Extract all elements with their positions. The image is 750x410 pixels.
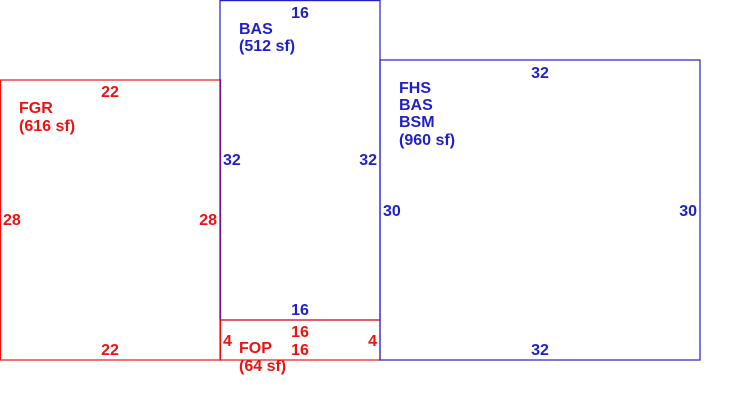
fhs-label-bas: BAS — [399, 97, 433, 114]
fhs-label: FHS — [399, 80, 431, 97]
fgr-dim-left: 28 — [3, 212, 21, 229]
bas-area-value: (512 sf) — [239, 38, 295, 55]
fhs-outline — [379, 59, 701, 361]
fop-area: FOP (64 sf) 16 16 4 4 — [219, 319, 381, 375]
fop-dim-right: 4 — [368, 333, 377, 350]
fgr-dim-bottom: 22 — [101, 342, 119, 359]
bas-label: BAS — [239, 21, 273, 38]
fgr-outline — [0, 79, 222, 361]
fgr-dim-top: 22 — [101, 84, 119, 101]
bas-area: BAS (512 sf) 16 16 32 32 — [219, 0, 381, 321]
fhs-dim-top: 32 — [531, 65, 549, 82]
fhs-dim-bottom: 32 — [531, 342, 549, 359]
fgr-area: FGR (616 sf) 22 22 28 28 — [0, 79, 222, 361]
fhs-label-bsm: BSM — [399, 114, 435, 131]
fhs-dim-left: 30 — [383, 203, 401, 220]
fhs-area-value: (960 sf) — [399, 132, 455, 149]
bas-dim-right: 32 — [359, 152, 377, 169]
fop-dim-bottom: 16 — [291, 342, 309, 359]
bas-dim-top: 16 — [291, 5, 309, 22]
fgr-label: FGR — [19, 100, 53, 117]
fgr-area-value: (616 sf) — [19, 118, 75, 135]
fhs-dim-right: 30 — [679, 203, 697, 220]
fop-area-value: (64 sf) — [239, 358, 286, 375]
bas-dim-bottom: 16 — [291, 302, 309, 319]
fhs-area: FHS BAS BSM (960 sf) 32 32 30 30 — [379, 59, 701, 361]
fop-label: FOP — [239, 340, 272, 357]
bas-dim-left: 32 — [223, 152, 241, 169]
fop-dim-top: 16 — [291, 324, 309, 341]
fgr-dim-right: 28 — [199, 212, 217, 229]
fop-dim-left: 4 — [223, 333, 232, 350]
